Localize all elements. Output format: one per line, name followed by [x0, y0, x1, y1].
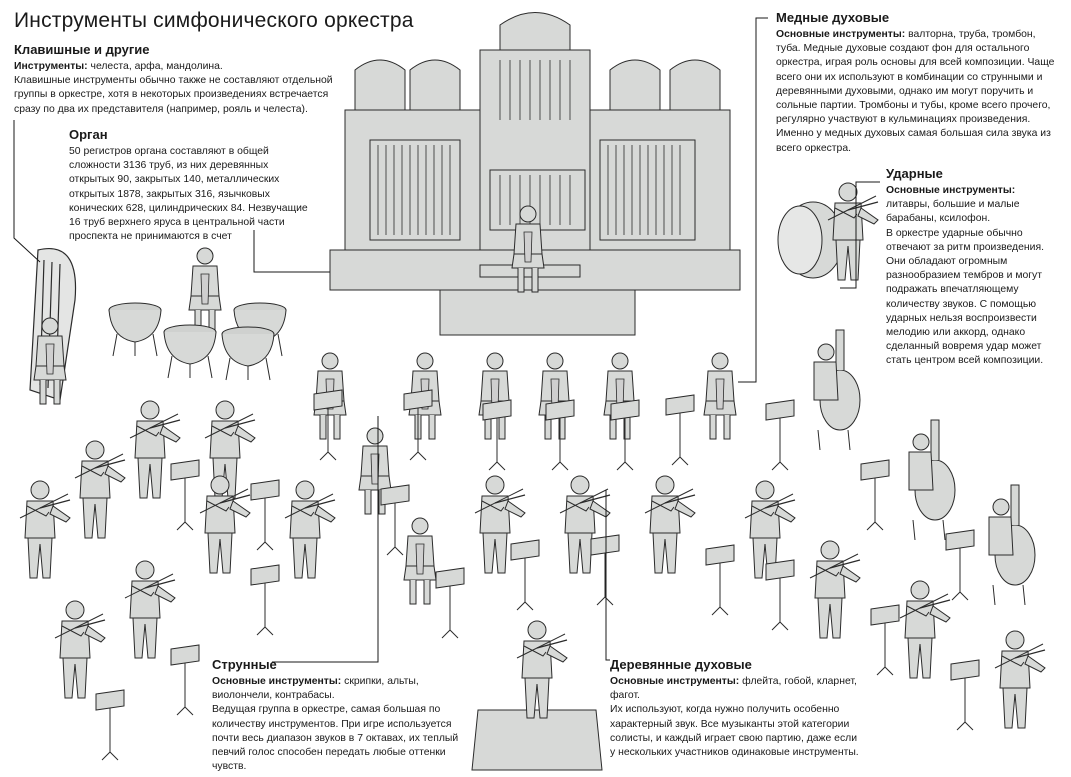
callout-lines: [13, 17, 880, 663]
music-stand: [705, 544, 735, 616]
music-stand: [95, 689, 125, 761]
music-stand: [765, 559, 795, 631]
percussion-section: Ударные Основные инструменты: литавры, б…: [886, 166, 1060, 369]
woodwinds-body: Их используют, когда нужно получить особ…: [610, 704, 859, 759]
violinist-figure: [284, 480, 336, 579]
strings-instruments-label: Основные инструменты:: [212, 676, 342, 687]
keyboard-body: Клавишные инструменты обычно также не со…: [14, 75, 333, 115]
oboist-figure: [603, 352, 637, 440]
violinist-figure: [559, 475, 611, 574]
music-stand: [403, 389, 433, 461]
organ-section: Орган 50 регистров органа составляют в о…: [69, 127, 315, 244]
music-stand: [380, 484, 410, 556]
keyboard-instruments-label: Инструменты:: [14, 61, 88, 72]
timpani-drum: [221, 326, 275, 381]
percussion-instruments-label: Основные инструменты:: [886, 185, 1016, 196]
music-stand: [950, 659, 980, 731]
keyboard-instruments: челеста, арфа, мандолина.: [87, 61, 223, 72]
organ-body: 50 регистров органа составляют в общей с…: [69, 146, 308, 243]
keyboard-section: Клавишные и другие Инструменты: челеста,…: [14, 42, 334, 117]
conductor-figure: [516, 620, 568, 719]
violinist-figure: [994, 630, 1046, 729]
woodwinds-section: Деревянные духовые Основные инструменты:…: [610, 657, 860, 760]
percussion-instruments: литавры, большие и малые барабаны, ксило…: [886, 199, 1020, 225]
brass-section: Медные духовые Основные инструменты: вал…: [776, 10, 1058, 156]
music-stand: [870, 604, 900, 676]
strings-text: Основные инструменты: скрипки, альты, ви…: [212, 675, 464, 774]
music-stand: [510, 539, 540, 611]
double-bassist-figure: [813, 329, 861, 451]
violinist-figure: [54, 600, 106, 699]
percussion-body: В оркестре ударные обычно отвечают за ри…: [886, 227, 1044, 367]
timpani-drum: [108, 302, 162, 357]
brass-heading: Медные духовые: [776, 10, 890, 25]
organ-pipes: [377, 60, 681, 235]
music-stand: [435, 567, 465, 639]
strings-body: Ведущая группа в оркестре, самая большая…: [212, 704, 459, 773]
violinist-figure: [899, 580, 951, 679]
keyboard-heading: Клавишные и другие: [14, 42, 150, 57]
cellist-figure: [403, 517, 437, 605]
oboist-figure: [538, 352, 572, 440]
bass-drum-drawing: [777, 201, 844, 279]
violinist-figure: [19, 480, 71, 579]
strings-instruments: скрипки, альты, виолончели, контрабасы.: [212, 676, 419, 702]
woodwinds-heading: Деревянные духовые: [610, 657, 752, 672]
woodwinds-instruments: флейта, гобой, кларнет, фагот.: [610, 676, 857, 702]
timpanist-figure: [188, 247, 222, 335]
violinist-figure: [74, 440, 126, 539]
music-stand: [250, 479, 280, 551]
page-title: Инструменты симфонического оркестра: [14, 9, 414, 32]
music-stand: [170, 459, 200, 531]
woodwinds-text: Основные инструменты: флейта, гобой, кла…: [610, 675, 860, 760]
double-bassist-figure: [988, 484, 1036, 606]
music-stand: [170, 644, 200, 716]
conductor-podium: [471, 709, 603, 771]
violinist-figure: [124, 560, 176, 659]
woodwinds-instruments-label: Основные инструменты:: [610, 676, 740, 687]
oboist-figure: [478, 352, 512, 440]
music-stand: [665, 394, 695, 466]
brass-body: Медные духовые создают фон для остальног…: [776, 43, 1055, 154]
violinist-figure: [129, 400, 181, 499]
music-stand: [860, 459, 890, 531]
timpani-drum: [163, 324, 217, 379]
brass-text: Основные инструменты: валторна, труба, т…: [776, 28, 1058, 156]
percussion-heading: Ударные: [886, 166, 943, 181]
music-stand: [765, 399, 795, 471]
violinist-figure: [809, 540, 861, 639]
strings-section: Струнные Основные инструменты: скрипки, …: [212, 657, 464, 774]
violinist-figure: [644, 475, 696, 574]
double-bassist-figure: [908, 419, 956, 541]
organ-heading: Орган: [69, 127, 108, 142]
brass-instruments: валторна, труба, тромбон, туба.: [776, 29, 1036, 55]
music-stand: [945, 529, 975, 601]
keyboard-text: Инструменты: челеста, арфа, мандолина. К…: [14, 60, 334, 117]
strings-heading: Струнные: [212, 657, 277, 672]
violinist-figure: [199, 475, 251, 574]
music-stand: [590, 534, 620, 606]
horn-player-figure: [703, 352, 737, 440]
music-stand: [250, 564, 280, 636]
percussion-text: Основные инструменты: литавры, большие и…: [886, 184, 1060, 369]
brass-instruments-label: Основные инструменты:: [776, 29, 906, 40]
